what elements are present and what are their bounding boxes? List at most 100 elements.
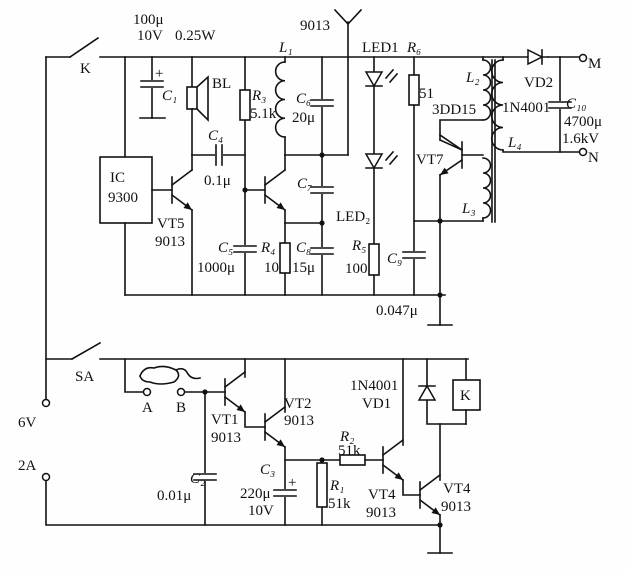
label: C₄ bbox=[208, 128, 223, 144]
label: LED₂ bbox=[336, 209, 370, 225]
resistor bbox=[239, 89, 251, 121]
label: VT2 bbox=[284, 396, 312, 412]
label: C₃ bbox=[260, 462, 275, 478]
capacitor-gap bbox=[310, 99, 334, 107]
vt2-emitter-arrow-icon bbox=[276, 439, 285, 447]
label: 220μ bbox=[240, 486, 271, 502]
label: 100μ bbox=[133, 12, 164, 28]
capacitor-gap bbox=[310, 247, 334, 255]
vt3-emitter-arrow-icon bbox=[394, 472, 403, 480]
label: 1000μ bbox=[197, 260, 235, 276]
antenna-icon bbox=[333, 8, 363, 26]
junction-dot bbox=[437, 292, 443, 298]
label: 9300 bbox=[108, 190, 138, 206]
probe-a bbox=[142, 387, 152, 397]
light-ray-icon bbox=[388, 72, 399, 84]
label: 2A bbox=[18, 458, 37, 474]
label: 0.25W bbox=[175, 28, 216, 44]
label: 51k bbox=[328, 496, 351, 512]
label: VD2 bbox=[524, 75, 553, 91]
label: B bbox=[176, 400, 186, 416]
diode-vd2-icon bbox=[527, 48, 544, 66]
label: 0.1μ bbox=[204, 173, 231, 189]
vt7-collector-link bbox=[438, 138, 464, 152]
label: 10V bbox=[248, 503, 274, 519]
label: 0.047μ bbox=[376, 303, 418, 319]
wire bbox=[124, 358, 146, 393]
label: VT5 bbox=[157, 216, 185, 232]
terminal-6v bbox=[41, 398, 51, 408]
label: 1N4001 bbox=[350, 378, 398, 394]
light-ray-icon bbox=[384, 68, 395, 80]
label: 100 bbox=[345, 261, 368, 277]
capacitor-gap bbox=[310, 186, 334, 194]
light-ray-icon bbox=[388, 154, 399, 166]
label: R₁ bbox=[329, 478, 344, 494]
label: 9013 bbox=[284, 413, 314, 429]
wire bbox=[244, 411, 266, 428]
label: L₁ bbox=[278, 40, 293, 56]
label: R₆ bbox=[406, 40, 421, 56]
vt5-emitter-arrow-icon bbox=[183, 202, 192, 210]
vt6-collector bbox=[263, 168, 287, 187]
rat-icon bbox=[138, 365, 201, 385]
label: 5.1k bbox=[250, 106, 277, 122]
resistor bbox=[316, 462, 328, 508]
label: 1N4001 bbox=[502, 100, 550, 116]
wire bbox=[284, 136, 349, 156]
speaker-cone bbox=[195, 75, 209, 122]
vt2-collector bbox=[263, 405, 287, 424]
relay-k-coil bbox=[452, 379, 481, 411]
resistor bbox=[279, 242, 291, 274]
vt1-emitter-arrow-icon bbox=[236, 404, 245, 412]
label: R₅ bbox=[351, 238, 366, 254]
label: K bbox=[80, 61, 91, 77]
label: VD1 bbox=[362, 396, 391, 412]
capacitor-gap bbox=[548, 101, 572, 109]
label: 10 bbox=[264, 260, 279, 276]
label: L₂ bbox=[465, 70, 480, 86]
vt4-emitter-arrow-icon bbox=[431, 507, 440, 515]
label: C₁ bbox=[162, 88, 177, 104]
label: 51 bbox=[419, 86, 434, 102]
label: L₃ bbox=[461, 201, 476, 217]
label: LED1 bbox=[362, 40, 399, 56]
label: C₆ bbox=[296, 91, 311, 107]
vt4-collector bbox=[418, 473, 442, 492]
wire bbox=[284, 446, 341, 461]
label: R₄ bbox=[260, 240, 275, 256]
terminal-2a bbox=[41, 472, 51, 482]
label: 15μ bbox=[292, 260, 315, 276]
led-icon bbox=[364, 71, 384, 88]
inductor-coil bbox=[482, 59, 492, 121]
label: 0.01μ bbox=[157, 488, 191, 504]
label: L₄ bbox=[507, 135, 522, 151]
label: 9013 bbox=[155, 234, 185, 250]
label: C₉ bbox=[387, 251, 402, 267]
label: K bbox=[460, 388, 471, 404]
vt6-emitter-arrow-icon bbox=[276, 202, 285, 210]
label: C₅ bbox=[218, 240, 233, 256]
junction-dot bbox=[319, 220, 325, 226]
label: 6V bbox=[18, 415, 37, 431]
label: R₃ bbox=[251, 88, 266, 104]
capacitor-gap bbox=[273, 489, 297, 497]
label: 9013 bbox=[300, 18, 330, 34]
speaker-icon bbox=[186, 86, 198, 110]
wire bbox=[284, 209, 323, 224]
label: SA bbox=[75, 369, 94, 385]
polarity-plus-icon: + bbox=[155, 66, 163, 82]
ground-rail bbox=[45, 480, 441, 526]
label: 9013 bbox=[441, 499, 471, 515]
terminal-n bbox=[578, 147, 588, 157]
label: C₂ bbox=[190, 471, 205, 487]
label: 1.6kV bbox=[562, 131, 599, 147]
vt7-emitter-arrow-icon bbox=[440, 167, 449, 175]
label: C₈ bbox=[296, 240, 311, 256]
label: VT1 bbox=[211, 412, 239, 428]
label: M bbox=[588, 56, 601, 72]
inductor-coil bbox=[482, 157, 492, 219]
resistor bbox=[408, 74, 420, 106]
